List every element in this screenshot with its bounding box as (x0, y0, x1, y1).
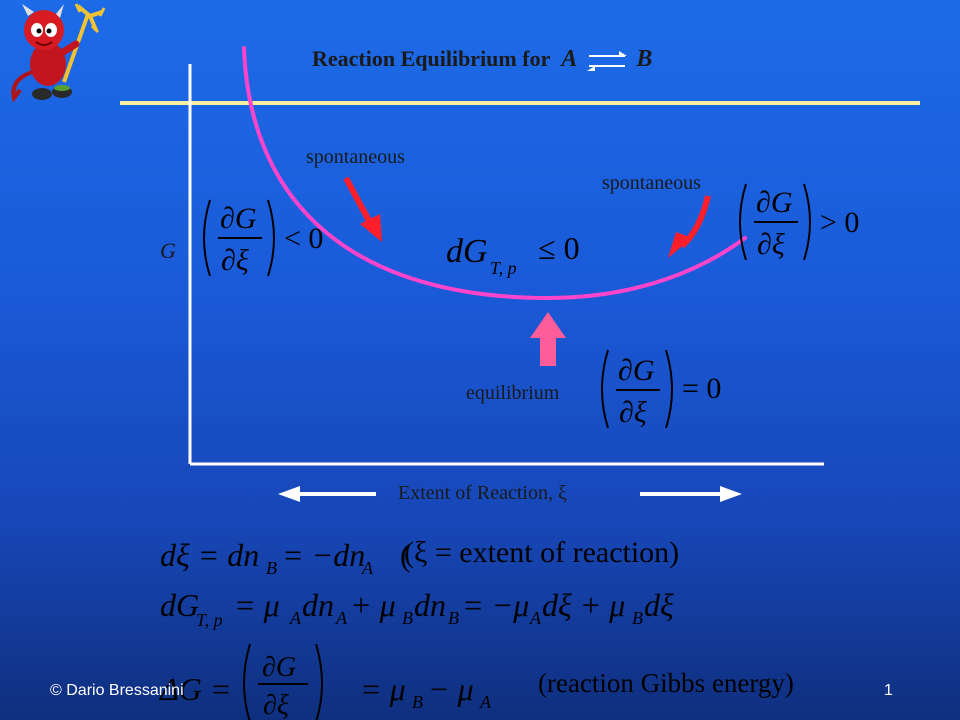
svg-text:A: A (479, 692, 492, 712)
svg-text:A: A (529, 608, 542, 628)
left-spontaneous-label: spontaneous (306, 146, 405, 168)
equation-1: dξ = dn B = −dn A ( (160, 537, 411, 578)
svg-text:∂ξ: ∂ξ (221, 244, 249, 277)
svg-text:B: B (632, 608, 643, 628)
species-a: A (561, 46, 578, 72)
left-derivative (203, 199, 275, 277)
svg-text:(: ( (400, 537, 411, 573)
svg-text:T, p: T, p (196, 610, 223, 630)
svg-text:∂G: ∂G (756, 186, 793, 219)
equation-3: ΔG = ∂G ∂ξ = μ B − μ A (158, 643, 492, 720)
svg-text:dG: dG (160, 587, 199, 623)
right-derivative (739, 183, 811, 261)
equilibrium-label: equilibrium (466, 382, 560, 404)
right-spontaneous-label: spontaneous (602, 172, 701, 194)
svg-text:A: A (289, 608, 302, 628)
svg-text:= −dn: = −dn (282, 537, 365, 573)
equation-3-note: (reaction Gibbs energy) (538, 668, 794, 698)
equilibrium-derivative (601, 349, 673, 429)
center-dG: dG (446, 233, 488, 270)
slide-title: Reaction Equilibrium for A B (312, 46, 652, 73)
x-axis-label: Extent of Reaction, ξ (398, 482, 567, 504)
svg-text:∂ξ: ∂ξ (263, 690, 289, 720)
gibbs-curve (242, 46, 747, 301)
title-rule (120, 101, 920, 105)
svg-text:A: A (361, 558, 374, 578)
left-spontaneous-arrow (343, 176, 375, 228)
svg-text:ΔG =: ΔG = (158, 671, 231, 707)
svg-text:B: B (412, 692, 423, 712)
right-condition: > 0 (820, 206, 860, 239)
equation-1-note: (ξ = extent of reaction) (404, 536, 680, 569)
svg-text:∂G: ∂G (220, 202, 257, 235)
svg-text:B: B (266, 558, 277, 578)
svg-text:dn: dn (414, 587, 446, 623)
svg-text:+ μ: + μ (350, 587, 396, 623)
svg-text:B: B (402, 608, 413, 628)
equation-2: dG T, p = μ A dn A + μ B dn B = −μ A dξ … (160, 587, 674, 630)
svg-text:− μ: − μ (428, 671, 474, 707)
page-number: 1 (884, 682, 893, 699)
mascot-logo (11, 3, 106, 103)
svg-text:= μ: = μ (360, 671, 406, 707)
title-prefix: Reaction Equilibrium for (312, 46, 551, 71)
svg-text:dn: dn (302, 587, 334, 623)
svg-text:= −μ: = −μ (462, 587, 529, 623)
svg-text:B: B (448, 608, 459, 628)
svg-text:= μ: = μ (234, 587, 280, 623)
svg-text:∂ξ: ∂ξ (757, 228, 785, 261)
svg-text:dξ + μ: dξ + μ (542, 587, 625, 623)
center-condition: ≤ 0 (538, 230, 580, 266)
equilibrium-arrows-icon (586, 50, 627, 71)
svg-text:∂G: ∂G (618, 354, 655, 387)
svg-text:A: A (335, 608, 348, 628)
svg-text:dξ: dξ (644, 587, 674, 623)
equilibrium-condition: = 0 (682, 372, 722, 405)
svg-text:∂ξ: ∂ξ (619, 396, 647, 429)
svg-text:T, p: T, p (490, 258, 517, 278)
equilibrium-arrow (540, 336, 556, 366)
species-b: B (636, 46, 653, 72)
svg-text:dξ = dn: dξ = dn (160, 537, 259, 573)
left-condition: < 0 (284, 222, 324, 255)
svg-text:∂G: ∂G (262, 652, 296, 683)
footer-author: © Dario Bressanini (50, 682, 184, 699)
y-axis-label: G (160, 238, 176, 263)
